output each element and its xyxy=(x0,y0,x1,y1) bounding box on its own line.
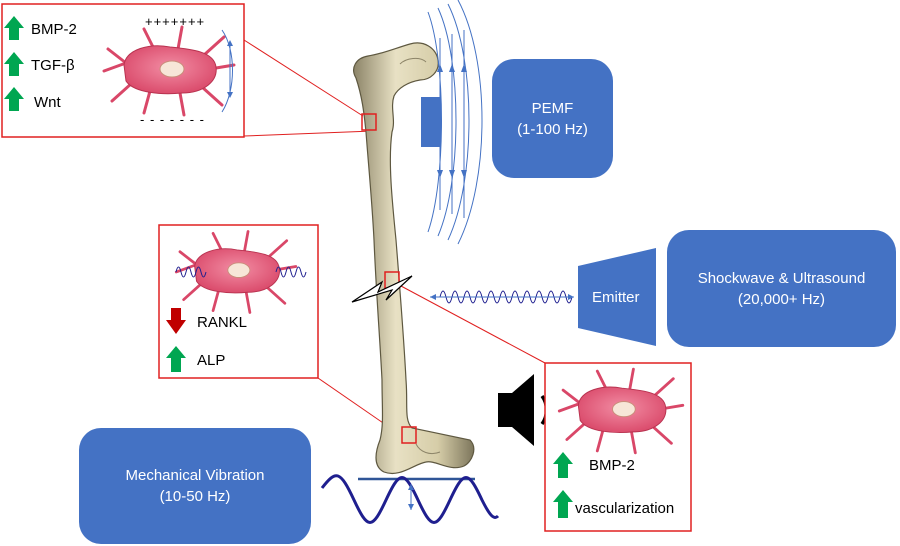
mechanical-title: Mechanical Vibration xyxy=(125,467,265,484)
mechanical-wave xyxy=(320,474,500,524)
zoom-marker-top xyxy=(361,113,377,131)
shockwave-title: Shockwave & Ultrasound xyxy=(697,269,866,287)
emitter-label: Emitter xyxy=(592,289,640,306)
label-wnt: Wnt xyxy=(34,94,61,111)
shockwave-box: Shockwave & Ultrasound (20,000+ Hz) xyxy=(667,230,896,347)
up-arrow-icon xyxy=(166,346,186,372)
label-vascularization: vascularization xyxy=(575,500,675,517)
pemf-coil xyxy=(421,97,441,147)
zoom-marker-bottom xyxy=(401,426,417,444)
up-arrow-icon xyxy=(4,52,24,76)
lightning-crack-icon xyxy=(351,275,413,303)
pemf-field-lines xyxy=(427,0,483,245)
callout-wave-left xyxy=(175,266,207,278)
emitter-shape xyxy=(578,248,656,346)
pemf-frequency: (1-100 Hz) xyxy=(517,120,588,138)
pemf-box: PEMF (1-100 Hz) xyxy=(492,59,613,178)
label-bmp2-bottom: BMP-2 xyxy=(589,457,635,474)
down-arrow-icon xyxy=(166,308,186,334)
pemf-title: PEMF xyxy=(531,99,574,117)
up-arrow-icon xyxy=(4,87,24,111)
label-rankl: RANKL xyxy=(197,314,248,331)
mechanical-vibration-box: Mechanical Vibration (10-50 Hz) xyxy=(79,428,311,544)
plus-charges: +++++++ xyxy=(145,14,206,29)
shockwave-frequency: (20,000+ Hz) xyxy=(737,290,826,308)
mechanical-frequency: (10-50 Hz) xyxy=(159,488,231,505)
label-tgf-beta: TGF-β xyxy=(31,57,75,74)
up-arrow-icon xyxy=(553,452,573,478)
pemf-arrowheads xyxy=(437,64,467,178)
up-arrow-icon xyxy=(553,490,573,518)
callout-wave-right xyxy=(275,266,307,278)
label-bmp2-top: BMP-2 xyxy=(31,21,77,38)
label-alp: ALP xyxy=(197,352,226,369)
minus-charges: - - - - - - - xyxy=(140,112,205,127)
up-arrow-icon xyxy=(4,16,24,40)
callout-connectors xyxy=(243,39,546,437)
